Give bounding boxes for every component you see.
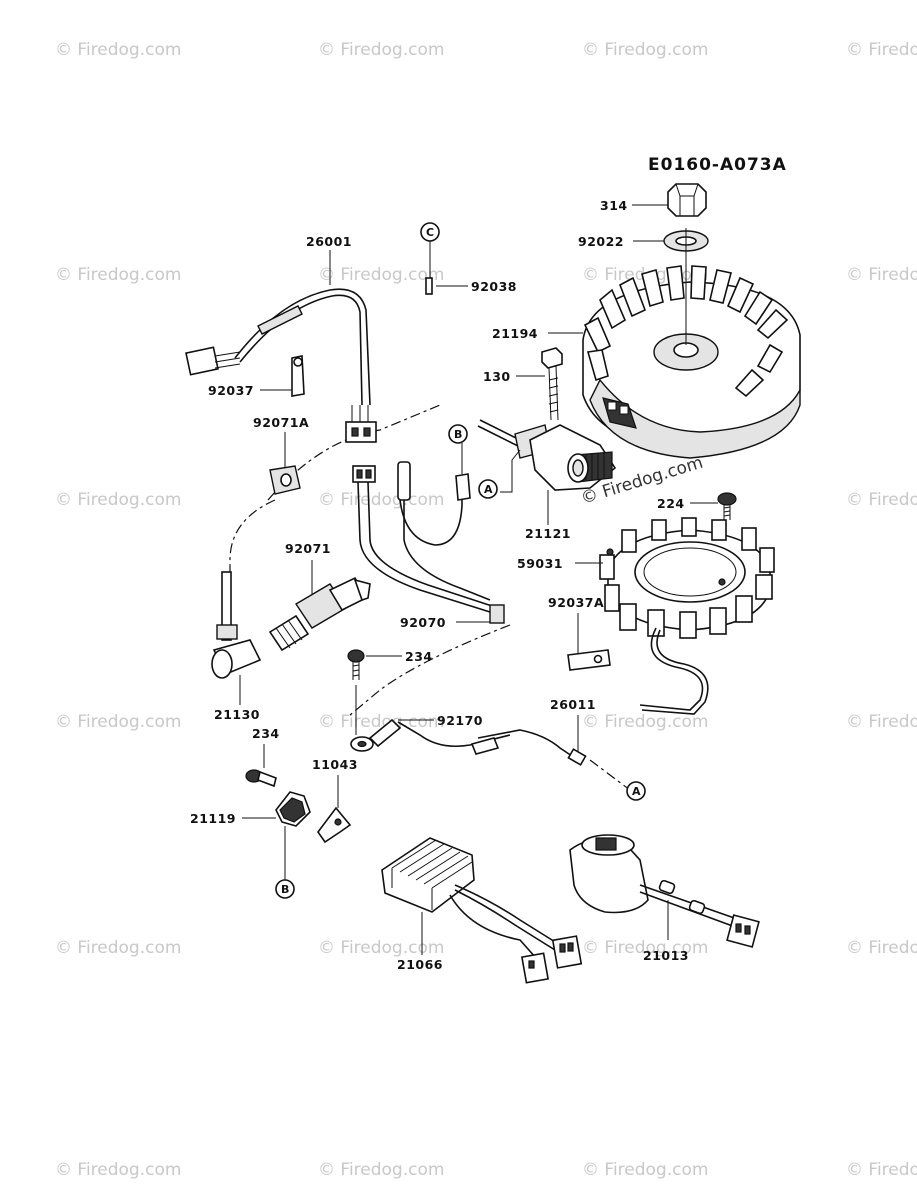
watermark: © Firedog.com [318,1160,444,1180]
part-label-92037a: 92037A [548,595,604,610]
stator-59031: 59031 [517,517,775,715]
flywheel-fins [583,265,789,398]
part-label-92071: 92070 [400,615,446,630]
watermark: © Firedog.com [846,40,917,60]
watermark: © Firedog.com [55,40,181,60]
nut-314: 314 [600,183,707,217]
part-label-92038: 92038 [471,279,517,294]
watermark: © Firedog.com [55,490,181,510]
watermark: © Firedog.com [846,265,917,285]
watermark: © Firedog.com [318,712,444,732]
clip-92038: C 92038 [420,222,517,295]
clamp-92037a: 92037A [548,595,611,671]
part-label-21121: 21121 [525,526,571,541]
ref-label-a: A [484,483,493,496]
ref-label-b-top: B [454,428,462,441]
part-label-21130: 21130 [214,707,260,722]
grommet-92071a: 92071A [253,415,309,495]
part-label-26011: 26011 [550,697,596,712]
watermark: © Firedog.com [318,265,444,285]
part-label-21194: 21194 [492,326,538,341]
watermark: © Firedog.com [55,938,181,958]
ignition-coil-21121: 21121 A [477,419,617,541]
flywheel-21194: 21194 [492,228,801,459]
watermark: © Firedog.com [318,938,444,958]
module-21119: 21119 B [190,791,311,899]
ref-label-a-bottom: A [632,785,641,798]
bolt-130: 130 [483,347,563,421]
part-label-92071a: 92071A [253,415,309,430]
washer-92022: 92022 [578,230,709,252]
part-label-59031: 59031 [517,556,563,571]
part-label-21013: 21013 [643,948,689,963]
part-label-21119: 21119 [190,811,236,826]
part-label-130: 130 [483,369,511,384]
part-label-11043: 11043 [312,757,358,772]
screw-234-upper: 234 [347,649,433,735]
ref-circle-b-top [448,424,468,444]
watermark: © Firedog.com [582,938,708,958]
part-label-314: 314 [600,198,628,213]
part-label-234-upper: 234 [405,649,433,664]
screw-234-lower: 234 [245,726,280,788]
part-label-26001: 26001 [306,234,352,249]
watermark: © Firedog.com [846,712,917,732]
watermark: © Firedog.com [582,1160,708,1180]
stator-poles [599,517,775,639]
part-label-92037: 92037 [208,383,254,398]
screw-224: 224 [657,492,737,520]
capacitor-21013: 21013 [569,834,760,963]
watermark: © Firedog.com [318,490,444,510]
watermark: © Firedog.com [55,1160,181,1180]
regulator-21066: 21066 [381,837,583,984]
watermark: © Firedog.com [846,1160,917,1180]
ref-label-c: C [426,226,434,239]
regulator-fins [391,839,473,910]
part-label-92170: 92170 [437,713,483,728]
ref-label-b-bottom: B [281,883,289,896]
ground-lead-92170: 92170 [350,713,511,752]
part-label-234-lower: 234 [252,726,280,741]
watermark: © Firedog.com [582,712,708,732]
watermark: © Firedog.com [55,712,181,732]
watermark: © Firedog.com [846,490,917,510]
part-label-224: 224 [657,496,685,511]
grommet-92071: 92070 [400,604,505,630]
plug-cap-21130: 21130 [211,571,262,722]
part-label-92022: 92022 [578,234,624,249]
ref-circle-a [478,479,498,499]
part-label-21066: 21066 [397,957,443,972]
watermark: © Firedog.com [582,40,708,60]
clamp-92037: 92037 [208,355,305,398]
watermark: © Firedog.com [55,265,181,285]
lead-26011: 26011 A [470,697,646,801]
ref-circle-b-bottom [275,879,295,899]
harness-26001: 26001 [185,234,377,443]
part-label-92070: 92071 [285,541,331,556]
ref-circle-a-bottom [626,781,646,801]
watermark: © Firedog.com [318,40,444,60]
center-leads: B [352,424,493,613]
spark-plug-92070: 92071 [268,541,371,652]
diagram-code: E0160-A073A [648,155,787,175]
bracket-11043: 11043 [312,757,358,844]
watermark: © Firedog.com [846,938,917,958]
